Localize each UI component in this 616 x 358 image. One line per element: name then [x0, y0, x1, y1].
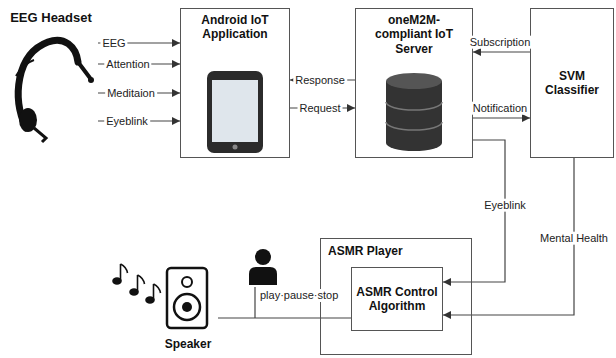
illustration-part: [386, 81, 442, 151]
box-label: ASMR Control Algorithm: [356, 285, 438, 314]
edge-label: Request: [298, 102, 343, 115]
edge-label: Eyeblink: [104, 115, 150, 128]
person-body: [249, 267, 277, 285]
headset-node: EEG Headset: [4, 6, 98, 146]
illustration-part: [182, 277, 192, 287]
caption-text: EEG Headset: [10, 10, 92, 26]
illustration-part: [167, 268, 207, 328]
illustration-part: [233, 145, 238, 150]
action-label: play·pause·stop: [259, 289, 339, 302]
illustration-part: [88, 77, 94, 83]
node-illustration: [4, 6, 96, 146]
illustration-part: [182, 302, 192, 312]
person-icon: [249, 249, 277, 285]
text-holder: oneM2M-compliant IoT Server: [356, 9, 472, 157]
edge-label: Attention: [104, 58, 151, 71]
edge-label: EEG: [100, 37, 127, 50]
speaker-node: Speaker: [158, 262, 218, 355]
box-label: ASMR Player: [328, 244, 403, 258]
control-line: [254, 287, 255, 318]
edge-label: Mental Health: [538, 232, 610, 245]
illustration-part: [174, 294, 200, 320]
illustration-part: [386, 102, 442, 130]
algorithm-box: ASMR Control Algorithm: [351, 267, 443, 331]
text-holder: EEG Headset: [4, 6, 98, 146]
note-stem: [120, 264, 122, 281]
text-holder: Speaker: [158, 262, 218, 355]
caption-text: Speaker: [165, 337, 212, 351]
illustration-part: [386, 73, 442, 89]
box-label: Android IoT Application: [185, 13, 285, 42]
connector-arrow: [473, 117, 530, 118]
classifier-box: SVM Classifier: [530, 8, 614, 158]
illustration-part: [212, 80, 258, 142]
illustration-part: [78, 62, 90, 78]
box-label: oneM2M-compliant IoT Server: [360, 13, 468, 56]
app-box: Android IoT Application: [180, 8, 290, 158]
note-flag: [154, 284, 161, 293]
edge-label: Subscription: [468, 36, 533, 49]
player-box: ASMR PlayerASMR Control Algorithm: [320, 238, 472, 355]
box-label: SVM Classifier: [535, 69, 609, 98]
connector-arrow: [473, 51, 530, 52]
edge-label: Eyeblink: [482, 199, 528, 212]
note-stem: [153, 284, 155, 300]
connector-arrow: [218, 317, 351, 318]
text-holder: ASMR Control Algorithm: [352, 268, 442, 330]
server-box: oneM2M-compliant IoT Server: [355, 8, 473, 158]
illustration-part: [16, 60, 34, 76]
note-flag: [121, 264, 128, 273]
illustration-part: [207, 71, 263, 153]
note-stem: [137, 275, 139, 292]
illustration-part: [34, 128, 46, 142]
person-head: [255, 249, 271, 265]
edge-label: Meditaion: [105, 87, 157, 100]
edge-label: Response: [293, 74, 347, 87]
music-notes: [113, 264, 161, 303]
text-holder: SVM Classifier: [531, 9, 613, 157]
note-flag: [138, 275, 145, 284]
edge-label: Notification: [471, 102, 529, 115]
text-holder: Android IoT Application: [181, 9, 289, 157]
